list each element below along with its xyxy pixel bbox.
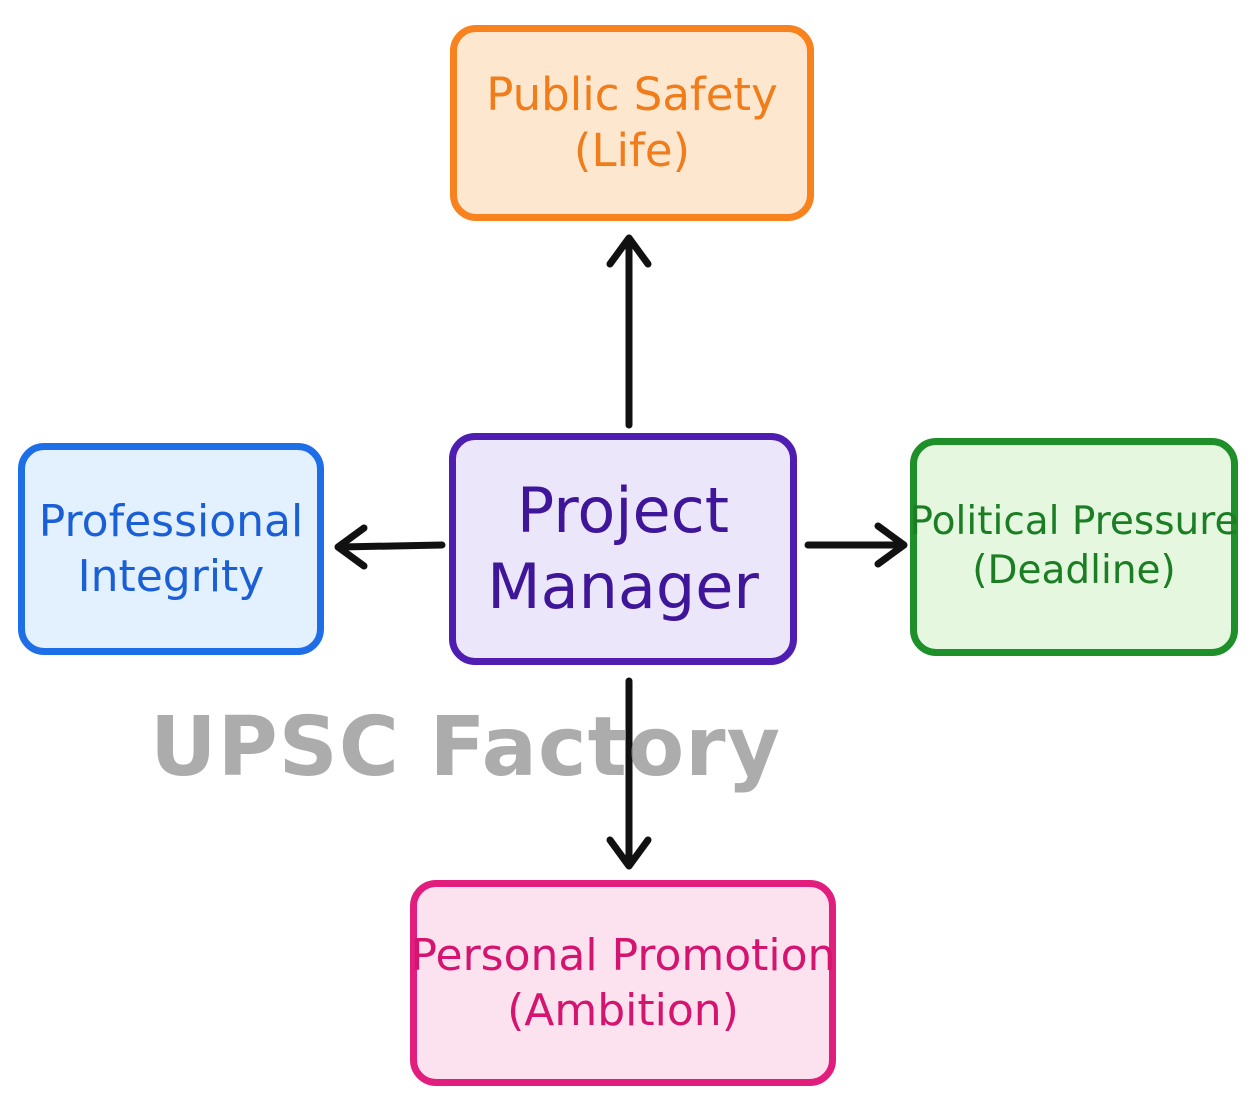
node-project-manager: Project Manager xyxy=(449,433,797,665)
node-professional-integrity-line-1: Professional xyxy=(38,496,304,547)
node-political-pressure-line-1: Political Pressure xyxy=(909,499,1239,545)
arrow-to-political-pressure xyxy=(804,522,908,568)
arrow-to-public-safety xyxy=(606,234,652,429)
node-professional-integrity-line-2: Integrity xyxy=(77,551,265,602)
node-public-safety-line-1: Public Safety xyxy=(486,67,778,121)
node-political-pressure-line-2: (Deadline) xyxy=(972,548,1176,593)
node-public-safety-line-2: (Life) xyxy=(573,124,691,177)
watermark: UPSC Factory xyxy=(150,700,782,795)
node-political-pressure: Political Pressure (Deadline) xyxy=(910,438,1238,656)
node-project-manager-line-2: Manager xyxy=(487,550,759,623)
arrow-to-professional-integrity xyxy=(334,524,446,570)
node-public-safety: Public Safety (Life) xyxy=(450,25,814,221)
node-professional-integrity: Professional Integrity xyxy=(18,443,324,655)
node-personal-promotion-line-1: Personal Promotion xyxy=(410,930,836,981)
node-personal-promotion-line-2: (Ambition) xyxy=(507,985,739,1036)
node-project-manager-line-1: Project xyxy=(516,474,730,548)
node-personal-promotion: Personal Promotion (Ambition) xyxy=(410,880,836,1086)
